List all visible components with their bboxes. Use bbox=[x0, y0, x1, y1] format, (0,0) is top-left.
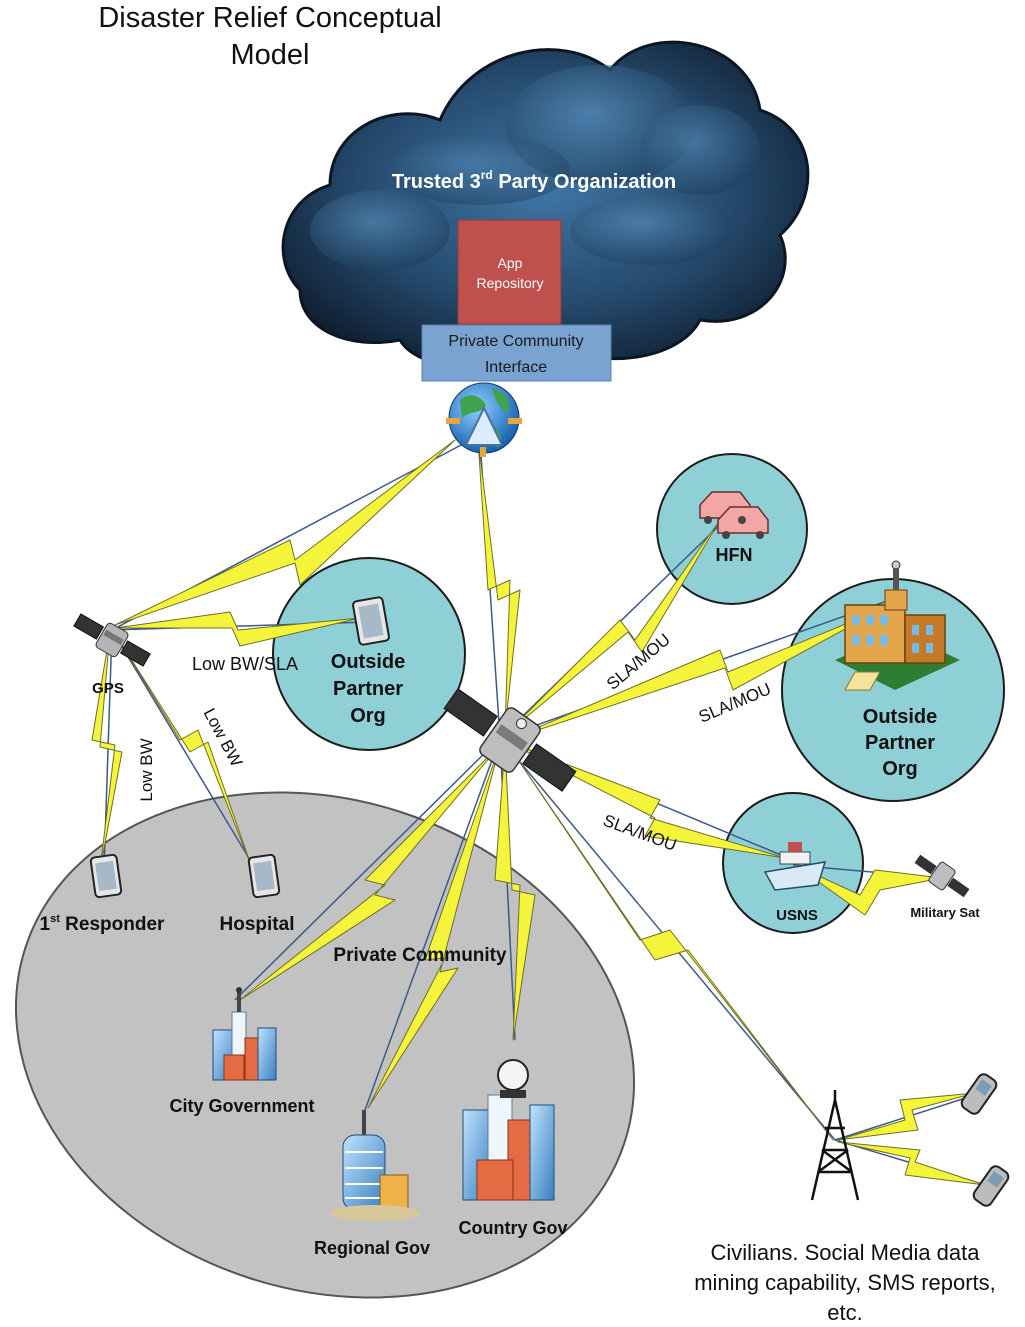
cloud-label: Trusted 3rd Party Organization bbox=[392, 168, 676, 193]
lightning-sat-to-uplink bbox=[477, 439, 521, 731]
cell-tower-icon bbox=[810, 1090, 860, 1201]
private-community-interface-box bbox=[421, 324, 612, 382]
trusted-party-cloud bbox=[281, 40, 810, 371]
gps-satellite-icon bbox=[73, 613, 151, 667]
military-satellite-icon bbox=[914, 854, 970, 898]
hfn-label: HFN bbox=[716, 545, 753, 565]
lightning-tower-to-phone2 bbox=[837, 1141, 986, 1186]
gps-label: GPS bbox=[92, 680, 124, 697]
outside-partner-large-line3: Org bbox=[882, 758, 918, 780]
link-label-low-bw-vertical: Low BW bbox=[137, 738, 156, 801]
lightning-sat-to-country bbox=[494, 744, 536, 1041]
link-label-low-bw-sla: Low BW/SLA bbox=[192, 654, 298, 674]
first-responder-label: 1st Responder bbox=[40, 913, 165, 935]
country-gov-label: Country Gov bbox=[458, 1218, 567, 1238]
app-repository-box bbox=[457, 219, 562, 325]
civilians-caption-line1: Civilians. Social Media data bbox=[710, 1240, 980, 1265]
outside-partner-large-line2: Partner bbox=[865, 732, 935, 754]
civilians-caption-line2: mining capability, SMS reports, bbox=[694, 1270, 996, 1295]
regional-gov-building-icon bbox=[330, 1110, 420, 1221]
civilian-phone-2-icon bbox=[972, 1165, 1010, 1207]
country-gov-building-icon bbox=[462, 1059, 555, 1201]
interface-label-line1: Private Community bbox=[448, 333, 583, 350]
link-label-low-bw-diagonal: Low BW bbox=[200, 705, 246, 770]
outside-partner-small-line2: Partner bbox=[333, 678, 403, 700]
military-sat-label: Military Sat bbox=[910, 905, 980, 920]
hospital-label: Hospital bbox=[220, 914, 295, 935]
hfn-vehicles-icon bbox=[699, 491, 769, 539]
civilian-phone-1-icon bbox=[960, 1073, 998, 1115]
private-community-label: Private Community bbox=[333, 945, 507, 966]
outside-partner-org-small-bubble bbox=[272, 557, 466, 751]
outside-partner-small-line1: Outside bbox=[331, 651, 405, 673]
usns-label: USNS bbox=[776, 907, 818, 924]
regional-gov-label: Regional Gov bbox=[314, 1238, 430, 1258]
repository-label-line1: App bbox=[498, 255, 523, 271]
partner-tablet-icon bbox=[352, 596, 390, 646]
partner-building-icon bbox=[835, 560, 960, 691]
diagram-title-line2: Model bbox=[231, 39, 310, 71]
link-label-sla-mou-usns: SLA/MOU bbox=[601, 811, 679, 855]
city-government-label: City Government bbox=[169, 1096, 314, 1116]
diagram-title-line1: Disaster Relief Conceptual bbox=[98, 2, 441, 34]
hospital-tablet-icon bbox=[247, 853, 281, 899]
lightning-gps-to-uplink bbox=[114, 439, 456, 626]
private-community-area bbox=[14, 791, 636, 1299]
first-responder-tablet-icon bbox=[89, 853, 123, 899]
lightning-sat-to-regional bbox=[367, 744, 501, 1109]
repository-label-line2: Repository bbox=[477, 275, 544, 291]
civilians-caption-line3: etc. bbox=[827, 1300, 862, 1325]
main-satellite-icon bbox=[443, 688, 577, 792]
outside-partner-small-line3: Org bbox=[350, 705, 386, 727]
outside-partner-large-line1: Outside bbox=[863, 706, 937, 728]
lightning-links bbox=[91, 439, 986, 1186]
usns-ship-icon bbox=[763, 842, 827, 891]
lightning-sat-to-tower bbox=[507, 744, 834, 1141]
globe-uplink-icon bbox=[446, 382, 522, 457]
city-government-building-icon bbox=[212, 987, 277, 1081]
interface-label-line2: Interface bbox=[485, 359, 547, 376]
